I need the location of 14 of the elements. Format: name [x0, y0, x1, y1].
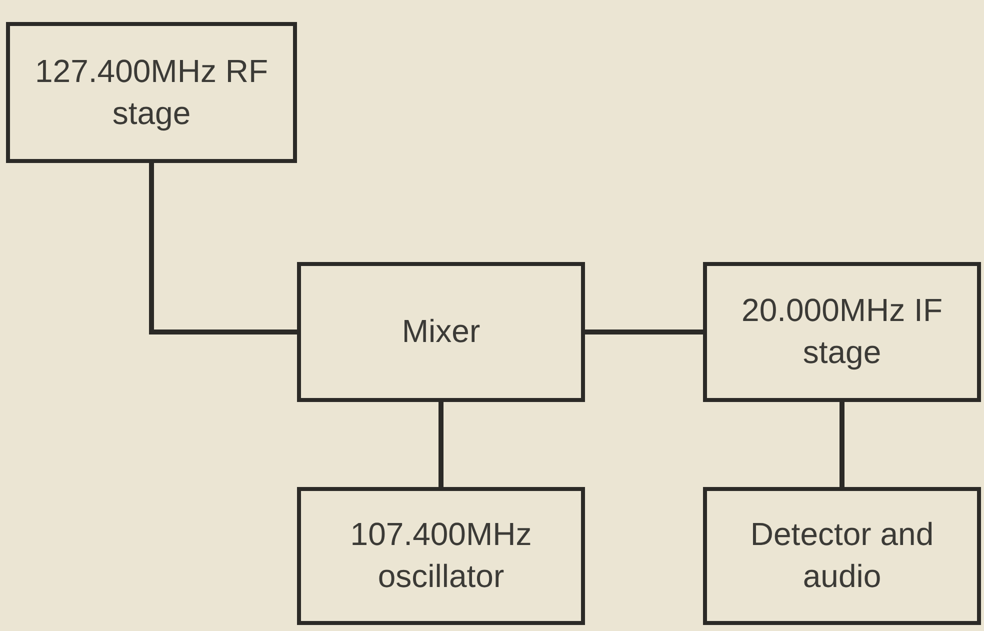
block-box [703, 487, 981, 625]
block-label: 107.400MHz oscillator [349, 515, 533, 596]
connector-line [840, 402, 844, 487]
connector-line [585, 330, 703, 334]
block-box [6, 22, 297, 163]
block-label: 127.400MHz RF stage [34, 52, 269, 133]
block-box [703, 262, 981, 402]
block-box [297, 262, 585, 402]
block-box [297, 487, 585, 625]
connector-line [149, 163, 297, 334]
connector-line [438, 402, 444, 487]
block-label: Mixer [402, 312, 480, 352]
block-label: 20.000MHz IF stage [740, 291, 944, 372]
block-label: Detector and audio [749, 515, 935, 596]
